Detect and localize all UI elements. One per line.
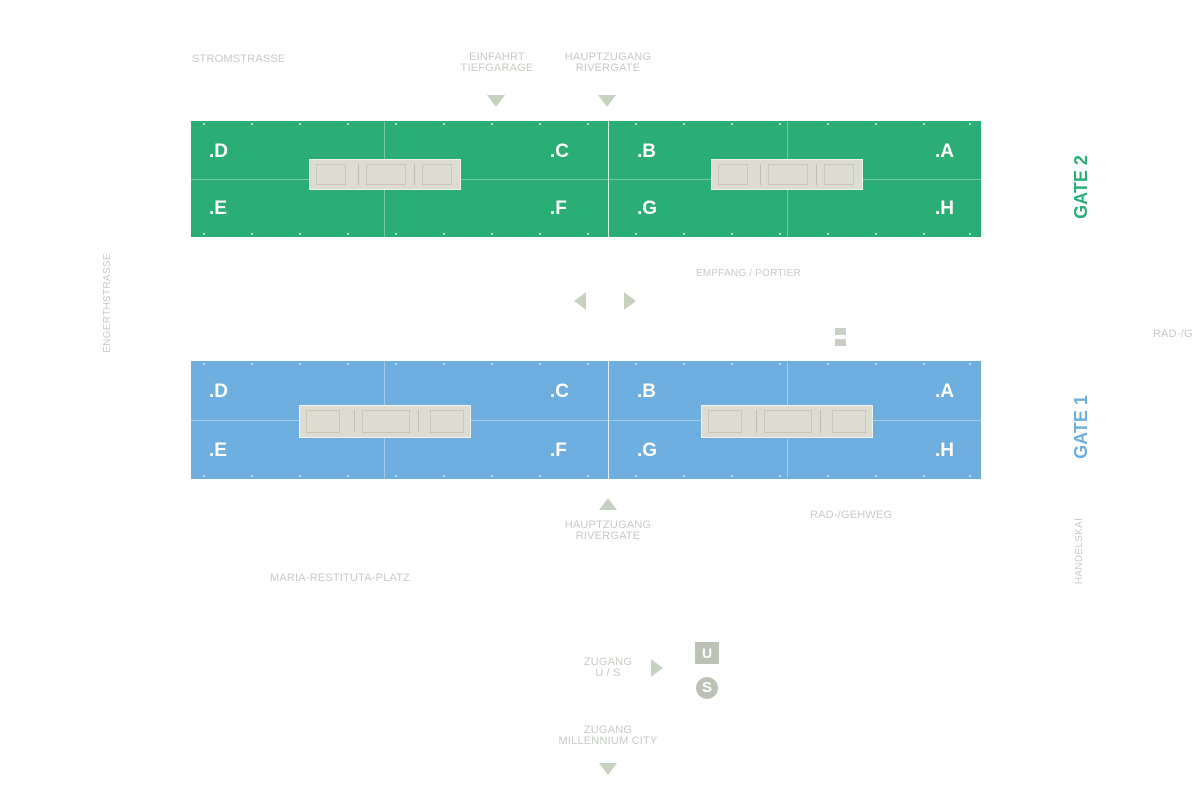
unit-label-d[interactable]: .D bbox=[209, 141, 228, 162]
up-arrow-icon[interactable] bbox=[599, 498, 617, 510]
unit-label-a[interactable]: .A bbox=[935, 141, 954, 162]
access-label-line1: ZUGANG bbox=[583, 724, 633, 736]
street-label-rad-right: RAD-/G bbox=[1153, 328, 1193, 340]
gate-1-title: GATE 1 bbox=[1071, 395, 1091, 459]
entrance-label-line2: TIEFGARAGE bbox=[460, 62, 534, 74]
entrance-label-hauptzugang-top: HAUPTZUGANG RIVERGATE bbox=[565, 52, 652, 74]
unit-label-f[interactable]: .F bbox=[550, 198, 567, 219]
entrance-label-line2: RIVERGATE bbox=[575, 62, 641, 74]
unit-label-h[interactable]: .H bbox=[935, 198, 954, 219]
path-label-rad-gehweg: RAD-/GEHWEG bbox=[810, 509, 893, 521]
access-label-line1: ZUGANG bbox=[583, 656, 633, 668]
down-arrow-icon[interactable] bbox=[599, 763, 617, 775]
unit-label-c[interactable]: .C bbox=[550, 141, 569, 162]
reception-icon bbox=[835, 328, 846, 348]
building-gate-2[interactable]: .D .C .B .A .E .F .G .H bbox=[191, 121, 981, 237]
unit-label-c[interactable]: .C bbox=[550, 381, 569, 402]
section-divider bbox=[608, 361, 609, 479]
access-label-u-s: ZUGANG U / S bbox=[584, 657, 632, 679]
unit-label-g[interactable]: .G bbox=[637, 440, 658, 461]
right-arrow-icon[interactable] bbox=[624, 292, 636, 310]
section-divider bbox=[608, 121, 609, 237]
entrance-label-tiefgarage: EINFAHRT TIEFGARAGE bbox=[461, 52, 534, 74]
entrance-label-hauptzugang-bottom: HAUPTZUGANG RIVERGATE bbox=[565, 520, 652, 542]
entrance-label-line1: HAUPTZUGANG bbox=[564, 51, 652, 63]
street-label-stromstrasse: STROMSTRASSE bbox=[192, 53, 286, 65]
unit-label-a[interactable]: .A bbox=[935, 381, 954, 402]
access-label-millennium-city: ZUGANG MILLENNIUM CITY bbox=[559, 725, 658, 747]
building-core bbox=[711, 159, 863, 190]
down-arrow-icon[interactable] bbox=[487, 95, 505, 107]
left-arrow-icon[interactable] bbox=[574, 292, 586, 310]
facade-marks-top bbox=[191, 123, 981, 125]
s-bahn-icon: S bbox=[696, 677, 718, 699]
entrance-label-line2: RIVERGATE bbox=[575, 530, 641, 542]
facade-marks-top bbox=[191, 363, 981, 365]
facade-marks-bottom bbox=[191, 233, 981, 235]
u-bahn-icon: U bbox=[695, 642, 719, 664]
right-arrow-icon[interactable] bbox=[651, 659, 663, 677]
square-label-maria-restituta: MARIA-RESTITUTA-PLATZ bbox=[270, 572, 411, 584]
floor-divider bbox=[191, 420, 981, 421]
down-arrow-icon[interactable] bbox=[598, 95, 616, 107]
unit-label-f[interactable]: .F bbox=[550, 440, 567, 461]
gate-2-title: GATE 2 bbox=[1071, 155, 1091, 219]
building-core bbox=[309, 159, 461, 190]
floor-divider bbox=[191, 179, 981, 180]
building-core bbox=[299, 405, 471, 438]
unit-label-h[interactable]: .H bbox=[935, 440, 954, 461]
unit-label-b[interactable]: .B bbox=[637, 381, 656, 402]
access-label-line2: U / S bbox=[595, 667, 621, 679]
unit-label-e[interactable]: .E bbox=[209, 198, 227, 219]
entrance-label-line1: EINFAHRT bbox=[469, 51, 525, 63]
building-core bbox=[701, 405, 873, 438]
unit-label-b[interactable]: .B bbox=[637, 141, 656, 162]
entrance-label-line1: HAUPTZUGANG bbox=[564, 519, 652, 531]
reception-label: EMPFANG / PORTIER bbox=[696, 268, 801, 279]
unit-label-g[interactable]: .G bbox=[637, 198, 658, 219]
building-gate-1[interactable]: .D .C .B .A .E .F .G .H bbox=[191, 361, 981, 479]
facade-marks-bottom bbox=[191, 475, 981, 477]
unit-label-d[interactable]: .D bbox=[209, 381, 228, 402]
street-label-handelskai: HANDELSKAI bbox=[1074, 517, 1085, 585]
access-label-line2: MILLENNIUM CITY bbox=[558, 735, 658, 747]
unit-label-e[interactable]: .E bbox=[209, 440, 227, 461]
street-label-engerthstrasse: ENGERTHSTRASSE bbox=[102, 253, 113, 353]
